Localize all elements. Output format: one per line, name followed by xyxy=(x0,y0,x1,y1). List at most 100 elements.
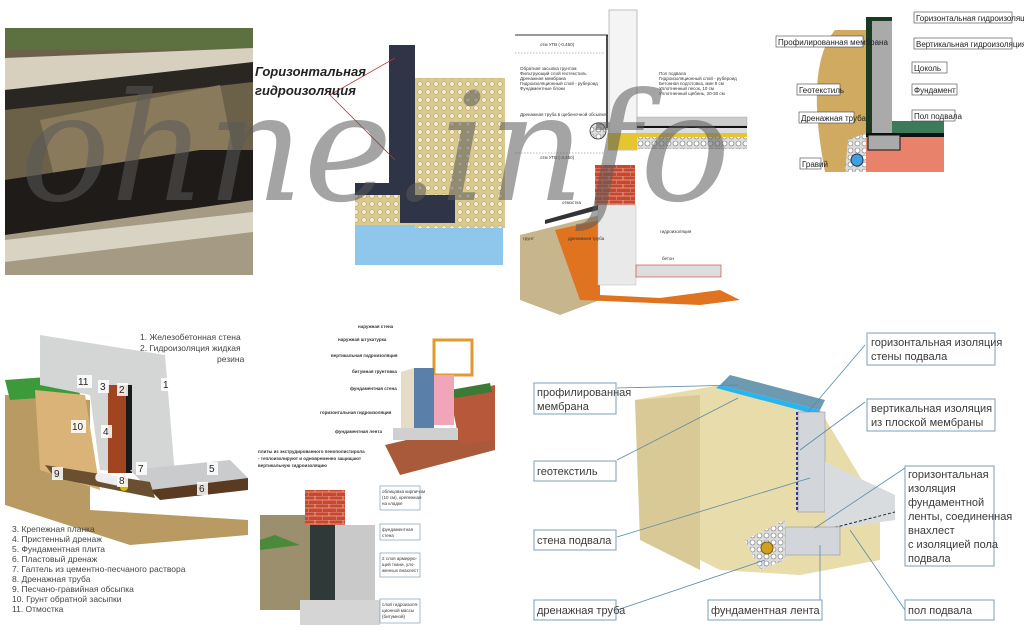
watermark: ohne.info xyxy=(20,62,730,236)
label-membrane: профилированная xyxy=(537,387,631,399)
brick-label: гидроизоляция xyxy=(660,229,692,234)
marker: 3 xyxy=(100,382,106,393)
section-label: Горизонтальная гидроизоляция xyxy=(916,14,1024,23)
marker: 7 xyxy=(138,464,144,475)
legend-item: 4. Пристенный дренаж xyxy=(12,534,102,544)
level-bottom: отм УГВ (-3.450) xyxy=(540,155,575,160)
legend-item: 5. Фундаментная плита xyxy=(12,544,105,554)
legend-item: 10. Грунт обратной засыпки xyxy=(12,594,122,604)
label-geotextile: геотекстиль xyxy=(537,466,598,478)
label-floor: пол подвала xyxy=(908,605,973,617)
layer-label: Фундаментные блоки xyxy=(520,86,565,91)
note-line: плиты из экструдированного пенополистиро… xyxy=(258,449,365,454)
horizontal-title-2: гидроизоляция xyxy=(255,83,356,98)
drain-label: Дренажная труба в щебеночной обсыпке xyxy=(520,111,606,117)
layer-label: Бетонная подготовка, мин 8 см xyxy=(659,81,724,86)
marker: 10 xyxy=(72,422,84,433)
layer-label: Уплотненный песок, 10 см xyxy=(659,85,714,91)
basement-labels: горизонтальная изоляция стены подвала пр… xyxy=(533,332,1012,621)
marker: 8 xyxy=(119,476,125,487)
layer-label: Гидроизоляционный слой - рубероид xyxy=(520,80,598,86)
label-horiz-wall: горизонтальная изоляция xyxy=(871,337,1002,349)
label-horiz-strip: подвала xyxy=(908,553,952,565)
diagram-layered-3d: наружная стена наружная штукатурка верти… xyxy=(258,324,495,475)
layer-label: вертикальная гидроизоляция xyxy=(331,353,398,358)
photo-foundation xyxy=(5,28,253,275)
marker: 2 xyxy=(119,385,125,396)
top-item: резина xyxy=(217,354,245,364)
label-strip: фундаментная лента xyxy=(711,605,821,617)
cladding-label: женных внахлест xyxy=(382,568,418,573)
legend-item: 11. Отмостка xyxy=(12,604,64,614)
label-vertical: вертикальная изоляция xyxy=(871,403,992,415)
marker: 6 xyxy=(199,484,205,495)
label-horiz-strip: ленты, соединенная xyxy=(908,511,1012,523)
label-horiz-strip: горизонтальная xyxy=(908,469,989,481)
cladding-label: фундаментная xyxy=(382,527,414,532)
section-label: Цоколь xyxy=(914,64,941,73)
label-membrane: мембрана xyxy=(537,401,590,413)
cladding-label: щей ткани, уло- xyxy=(382,561,415,567)
section-label: Фундамент xyxy=(914,86,956,95)
cladding-label: облицовка кирпичом xyxy=(382,489,425,494)
section-label: Пол подвала xyxy=(914,112,962,121)
top-item: 1. Железобетонная стена xyxy=(140,332,241,342)
layer-label: наружная штукатурка xyxy=(338,337,387,342)
section-label: Геотекстиль xyxy=(799,86,844,95)
legend-item: 7. Галтель из цементно-песчаного раствор… xyxy=(12,564,186,574)
label-wall: стена подвала xyxy=(537,535,612,547)
diagram-numbered-3d: 1 2 3 4 5 6 7 8 9 10 11 1. Железобетонна… xyxy=(5,332,248,614)
layer-label: Дренажная мембрана xyxy=(520,76,566,81)
marker: 5 xyxy=(209,464,215,475)
diagram-basement-insulation: горизонтальная изоляция стены подвала пр… xyxy=(533,332,1012,621)
diagram-section-labeled: Горизонтальная гидроизоляция Профилирова… xyxy=(775,11,1024,172)
brick-label: отмостка xyxy=(562,200,581,205)
label-horiz-wall: стены подвала xyxy=(871,351,948,363)
cladding-labels: облицовка кирпичом (10 см), крепежная на… xyxy=(379,485,425,624)
brick-label: бетон xyxy=(662,256,674,261)
cladding-label: стена xyxy=(382,533,394,538)
diagram-horizontal-waterproofing: Горизонтальная гидроизоляция xyxy=(255,45,505,265)
note-line: вертикальную гидроизоляцию xyxy=(258,463,327,468)
diagram-brick-section: отмостка грунт дренажная труба гидроизол… xyxy=(520,165,740,315)
layer-label: Пол подвала xyxy=(659,71,686,76)
layer-label: Уплотненный щебень, 20-30 см xyxy=(659,90,725,96)
label-drain: дренажная труба xyxy=(537,605,626,617)
marker: 1 xyxy=(163,380,169,391)
section-label: Дренажная труба xyxy=(801,114,866,123)
right-layer-list: Пол подвала Гидроизоляционный слой - руб… xyxy=(659,71,737,96)
layer-label: фундаментная стена xyxy=(350,385,397,391)
layer-label: Обратная засыпка грунтом xyxy=(520,66,576,71)
layer-label: Гидроизоляционный слой - рубероид xyxy=(659,75,737,81)
marker: 4 xyxy=(103,427,109,438)
label-horiz-strip: с изоляцией пола xyxy=(908,539,999,551)
note-line: - теплоизолируют и одновременно защищают xyxy=(258,456,362,461)
legend-item: 3. Крепежная планка xyxy=(12,524,95,534)
marker: 11 xyxy=(78,377,89,388)
legend-list: 3. Крепежная планка 4. Пристенный дренаж… xyxy=(12,524,186,614)
cladding-label: (битумной) xyxy=(382,613,405,619)
label-horiz-strip: фундаментной xyxy=(908,497,984,509)
number-markers: 1 2 3 4 5 6 7 8 9 10 11 xyxy=(52,375,218,495)
label-vertical: из плоской мембраны xyxy=(871,417,983,429)
diagram-technical-drawing: отм УГВ (-0.450) Обратная засыпка грунто… xyxy=(515,9,748,160)
layer-label: фундаментная лента xyxy=(335,428,383,434)
layer-label: горизонтальная гидроизоляция xyxy=(320,410,392,415)
brick-label: дренажная труба xyxy=(568,236,605,241)
legend-item: 8. Дренажная труба xyxy=(12,574,91,584)
label-horiz-strip: изоляция xyxy=(908,483,956,495)
marker: 9 xyxy=(54,469,60,480)
label-horiz-strip: внахлест xyxy=(908,525,955,537)
legend-item: 6. Пластовый дренаж xyxy=(12,554,98,564)
diagram-brick-cladding: облицовка кирпичом (10 см), крепежная на… xyxy=(260,485,425,625)
left-layer-list: Обратная засыпка грунтом Фильтрующий сло… xyxy=(520,66,598,91)
cladding-label: на кладке xyxy=(382,501,403,506)
legend-item: 9. Песчано-гравийная обсыпка xyxy=(12,584,134,594)
brick-label: грунт xyxy=(523,236,534,241)
cladding-label: слой гидроизоля- xyxy=(382,601,419,607)
top-item: 2. Гидроизоляция жидкая xyxy=(140,343,241,353)
layer-label: наружная стена xyxy=(358,324,394,329)
cladding-label: ционной массы xyxy=(382,607,414,613)
layer-label: Фильтрующий слой геотекстиль xyxy=(520,70,587,76)
